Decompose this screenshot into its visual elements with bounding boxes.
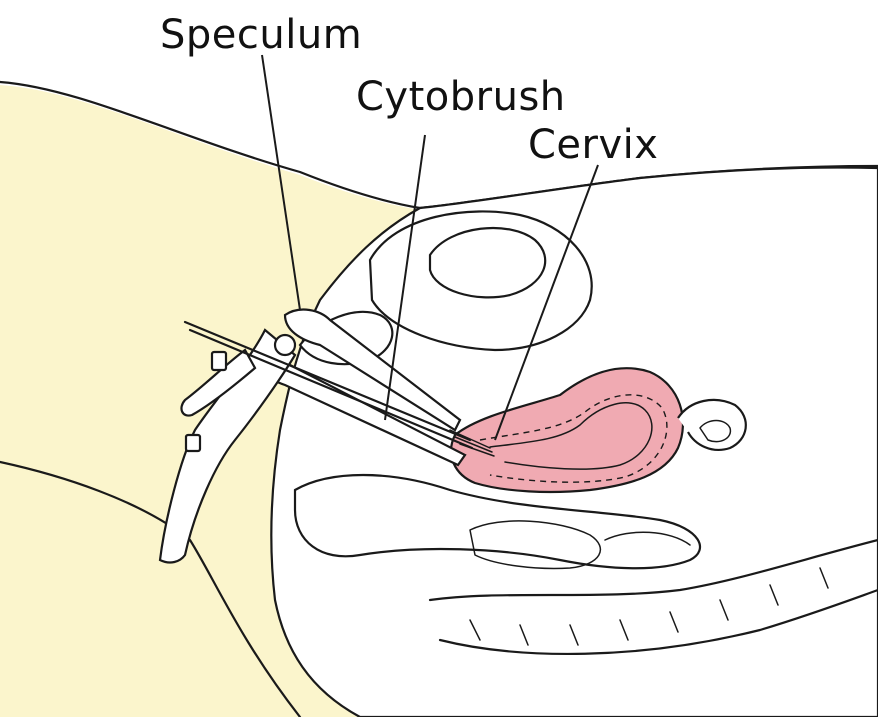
speculum-hinge[interactable] [275,335,295,355]
cytobrush-label: Cytobrush [356,74,566,120]
speculum-screw-lower[interactable] [186,435,200,451]
speculum-screw-upper[interactable] [212,352,226,370]
cervix-label: Cervix [528,122,658,168]
bladder-lumen [430,228,545,297]
speculum-label: Speculum [160,12,362,58]
